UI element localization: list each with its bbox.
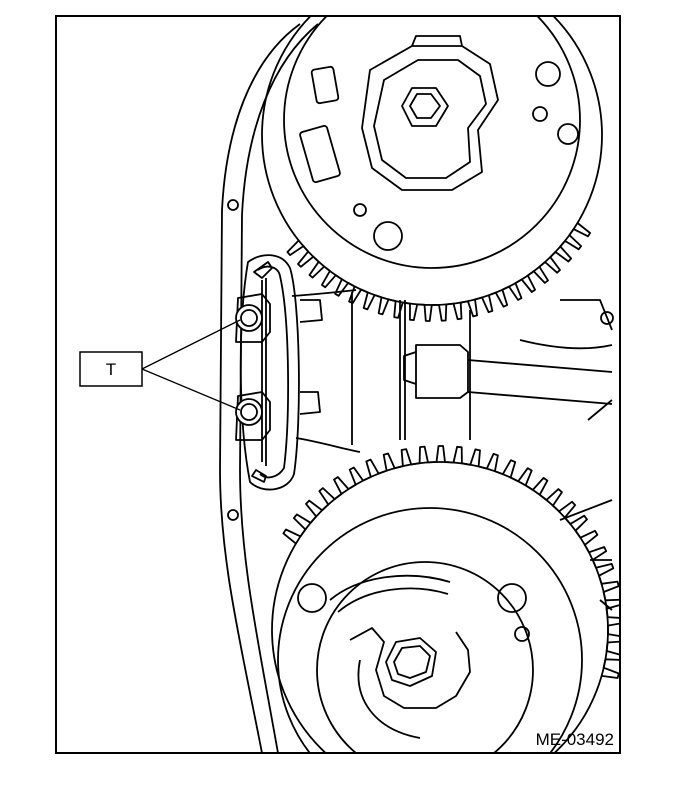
callout-label-box — [79, 351, 143, 387]
callout-label: T — [106, 360, 116, 379]
leader-line-upper — [141, 319, 241, 370]
timing-chain — [291, 289, 361, 453]
lower-crankshaft-sprocket — [271, 445, 620, 753]
upper-camshaft-sprocket — [261, 16, 603, 322]
guide-bolt-upper — [235, 293, 271, 343]
guide-bolt-lower — [235, 391, 271, 441]
figure-code: ME-03492 — [536, 730, 614, 749]
engine-housing — [219, 23, 614, 753]
lower-bolt-icon — [385, 637, 437, 687]
leader-line-lower — [141, 368, 241, 411]
upper-bolt-icon — [401, 87, 449, 127]
chain-guide-rail — [239, 254, 300, 491]
callout-T: T — [79, 319, 241, 411]
guide-bracket — [299, 299, 613, 415]
